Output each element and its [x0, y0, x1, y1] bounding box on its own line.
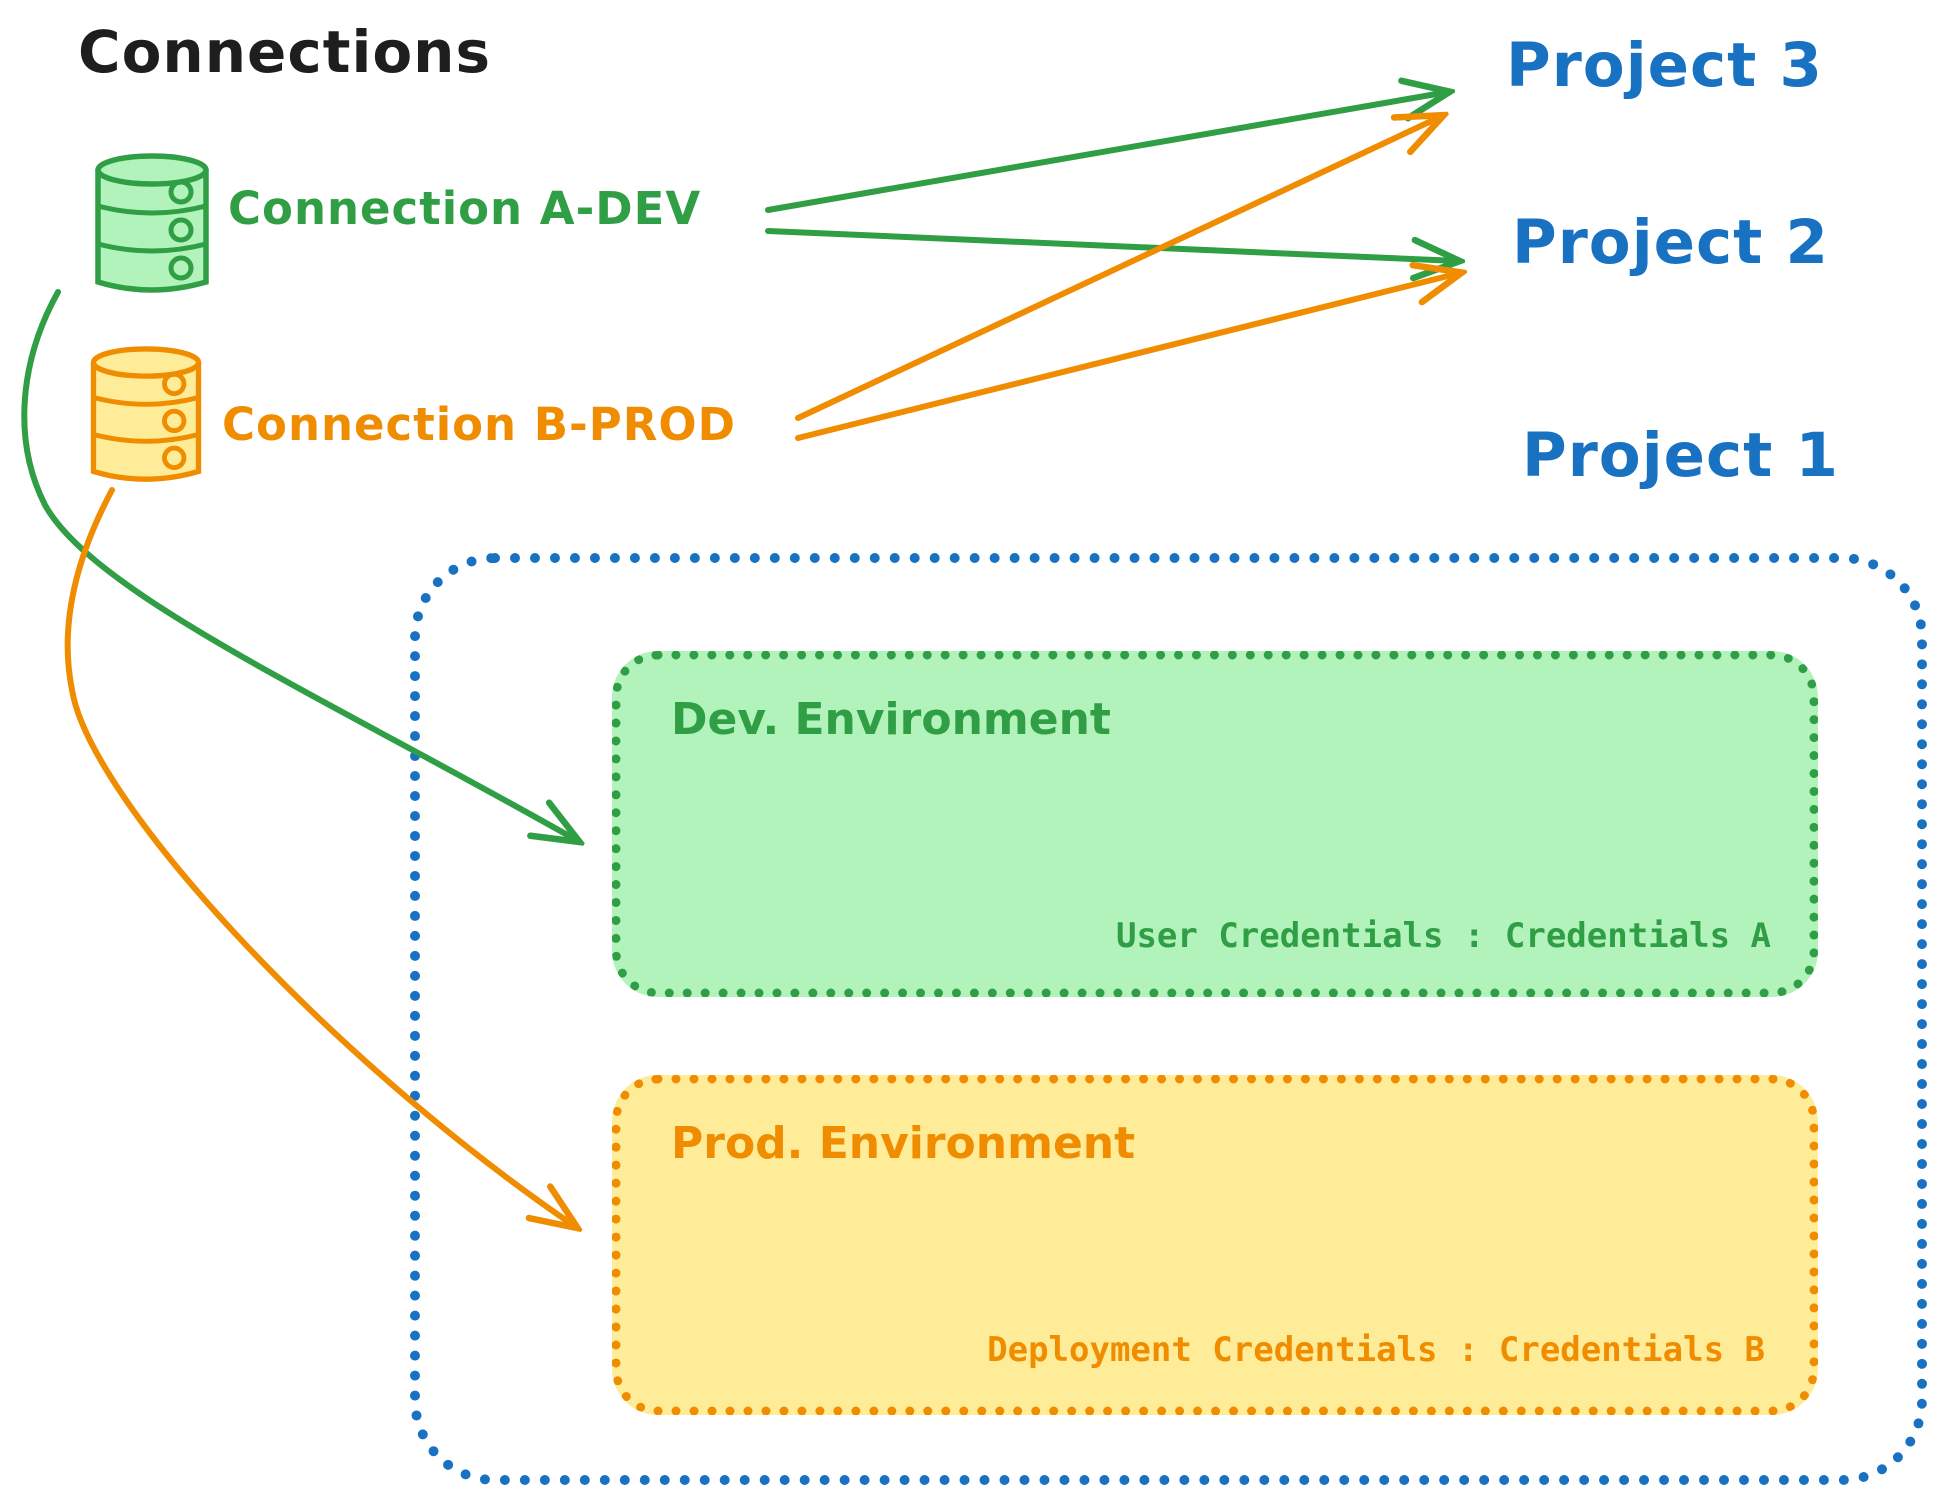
- arrow-bprod-project2: [795, 273, 1460, 441]
- database-icon-dev: [95, 153, 209, 293]
- prod-environment-box: Prod. Environment Deployment Credentials…: [612, 1075, 1818, 1415]
- diagram-title: Connections: [78, 18, 491, 86]
- project-2-label: Project 2: [1512, 207, 1829, 278]
- prod-environment-credentials: Deployment Credentials : Credentials B: [987, 1330, 1765, 1370]
- arrow-adev-project3: [765, 92, 1448, 213]
- arrow-adev-project2: [765, 228, 1458, 261]
- prod-environment-title: Prod. Environment: [671, 1118, 1136, 1169]
- connection-a-dev-label: Connection A-DEV: [228, 182, 702, 235]
- dev-environment-credentials: User Credentials : Credentials A: [1115, 916, 1771, 956]
- dev-environment-title: Dev. Environment: [671, 694, 1111, 745]
- database-icon-prod: [90, 346, 202, 482]
- dev-environment-box: Dev. Environment User Credentials : Cred…: [612, 651, 1818, 997]
- project-1-label: Project 1: [1522, 420, 1839, 491]
- project-3-label: Project 3: [1506, 30, 1823, 101]
- arrow-bprod-project3: [795, 116, 1442, 421]
- connection-b-prod-label: Connection B-PROD: [222, 398, 736, 451]
